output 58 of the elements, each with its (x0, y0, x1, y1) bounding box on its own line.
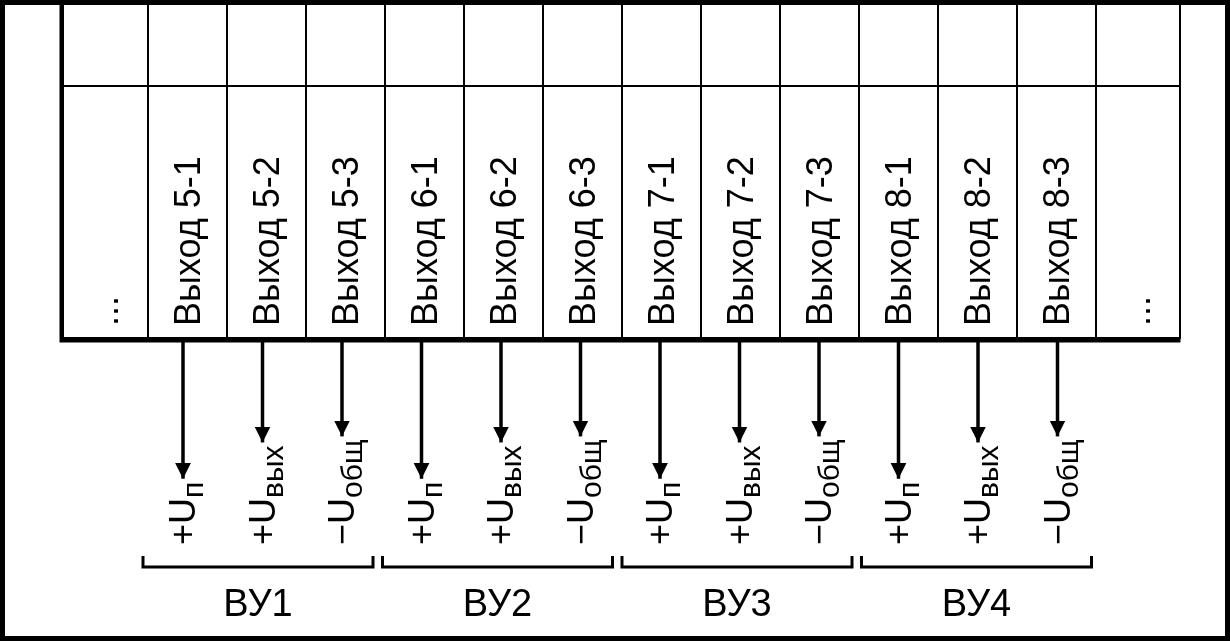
output-label: Выход 5-2 (247, 155, 288, 326)
terminal-cell (621, 3, 703, 87)
output-label: Выход 8-1 (879, 155, 920, 326)
group-label: ВУ3 (701, 583, 773, 623)
group-label: ВУ1 (222, 583, 294, 623)
arrow (1049, 340, 1066, 437)
terminal-cell (858, 3, 940, 87)
terminal-cell (542, 3, 624, 87)
arrow (493, 340, 509, 443)
terminal-cell (779, 84, 861, 339)
output-label: Выход 8-3 (1037, 155, 1078, 326)
terminal-cell (384, 3, 466, 87)
terminal-cell (700, 3, 782, 87)
output-label: Выход 5-3 (326, 155, 367, 326)
terminal-cell (937, 84, 1019, 339)
arrow (413, 340, 430, 479)
terminal-cell (226, 3, 308, 87)
arrow (175, 340, 191, 479)
output-label: Выход 6-2 (484, 155, 525, 326)
arrow (731, 340, 748, 443)
output-label: Выход 5-1 (168, 155, 209, 326)
terminal-cell (621, 84, 703, 339)
group-label: ВУ4 (940, 583, 1013, 623)
arrow (811, 340, 827, 437)
terminal-cell (1095, 3, 1181, 87)
terminal-cell (937, 3, 1019, 87)
terminal-cell (1016, 3, 1098, 87)
arrow (254, 340, 271, 443)
arrow (652, 340, 668, 479)
output-label: Выход 7-3 (800, 155, 841, 326)
arrow (572, 340, 589, 437)
output-label: Выход 7-2 (721, 155, 762, 326)
terminal-cell (542, 84, 624, 339)
terminal-cell (463, 3, 545, 87)
arrow (890, 340, 907, 479)
terminal-cell (62, 3, 150, 87)
terminal-cell (226, 84, 308, 339)
arrow (970, 340, 986, 443)
terminal-cell (305, 84, 387, 339)
terminal-cell (1095, 84, 1181, 339)
terminal-cell (147, 84, 229, 339)
terminal-cell (700, 84, 782, 339)
output-label: ... (86, 295, 127, 326)
terminal-cell (384, 84, 466, 339)
output-label: ... (1118, 295, 1159, 326)
output-label: Выход 6-3 (563, 155, 604, 326)
terminal-cell (1016, 84, 1098, 339)
terminal-cell (147, 3, 229, 87)
terminal-cell (305, 3, 387, 87)
output-label: Выход 6-1 (405, 155, 446, 326)
terminal-cell (463, 84, 545, 339)
output-label: Выход 7-1 (642, 155, 683, 326)
arrow (334, 340, 350, 437)
group-label: ВУ2 (461, 583, 534, 623)
output-label: Выход 8-2 (958, 155, 999, 326)
terminal-cell (858, 84, 940, 339)
terminal-cell (779, 3, 861, 87)
terminal-cell (62, 84, 150, 339)
